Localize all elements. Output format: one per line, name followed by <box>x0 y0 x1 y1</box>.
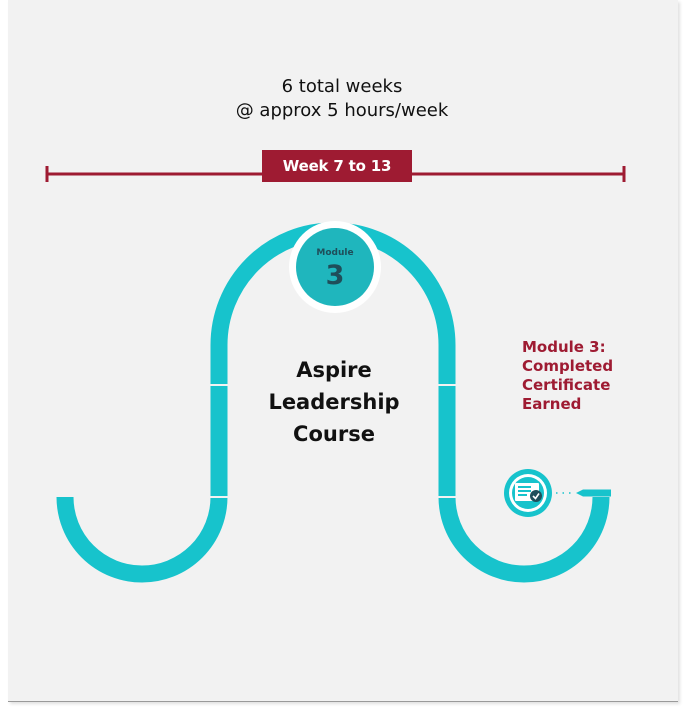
module-badge-label: Module <box>316 248 354 258</box>
pen-icon <box>576 489 611 497</box>
completion-line-2: Completed <box>522 357 614 375</box>
module-badge <box>296 228 374 306</box>
completion-line-1: Module 3: <box>522 338 606 356</box>
certificate-icon <box>504 469 552 517</box>
week-range-badge: Week 7 to 13 <box>262 150 412 182</box>
diagram-card <box>8 0 678 702</box>
duration-line-1: 6 total weeks <box>281 76 403 97</box>
completion-line-3: Certificate <box>522 376 611 394</box>
duration-line-2: @ approx 5 hours/week <box>235 100 449 121</box>
module-badge-number: 3 <box>325 260 345 291</box>
completion-note: Module 3: Completed Certificate Earned <box>522 338 662 414</box>
course-title-line-2: Leadership <box>268 390 400 414</box>
course-title: Aspire Leadership Course <box>234 354 434 450</box>
course-title-line-1: Aspire <box>296 358 372 382</box>
completion-line-4: Earned <box>522 395 582 413</box>
course-title-line-3: Course <box>293 422 375 446</box>
